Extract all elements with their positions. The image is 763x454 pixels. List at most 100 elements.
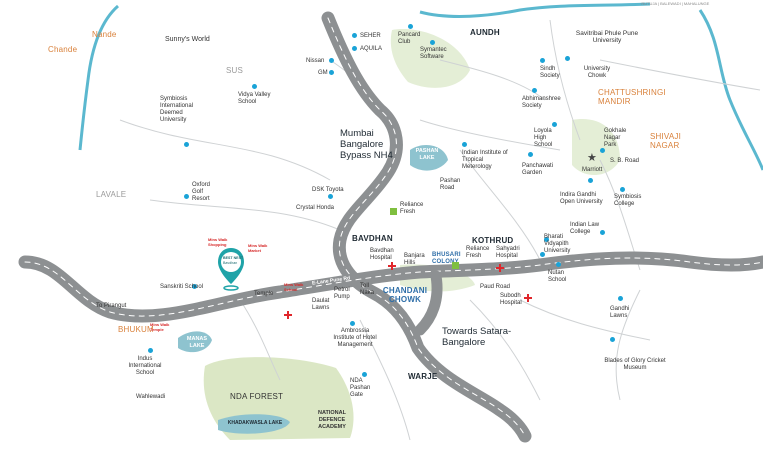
label-symbiosis-college: Symbiosis College <box>614 194 642 207</box>
label-iitm: Indian Institute of Tropical Meterology <box>462 150 508 170</box>
label-ambrossia: Ambrossia Institute of Hotel Management <box>333 328 377 348</box>
poi-dot <box>328 194 333 199</box>
river-top <box>419 2 651 18</box>
poi-dot <box>192 284 197 289</box>
map-pin-icon <box>218 248 244 291</box>
pashan-lake-shape <box>410 145 448 171</box>
label-vidya-valley: Vidya Valley School <box>238 92 271 105</box>
label-symantec: Symantec Software <box>420 47 447 60</box>
label-manas-lake: MANAS LAKE <box>186 336 208 349</box>
shop-square-icon <box>390 208 397 215</box>
area-nande: Nande <box>92 30 117 39</box>
label-paud-road: Paud Road <box>480 284 511 290</box>
poi-dot <box>329 70 334 75</box>
label-petrol-pump: Petrol Pump <box>334 287 350 300</box>
label-nissan: Nissan <box>306 58 325 64</box>
label-gm: GM <box>318 70 328 76</box>
shop-square-icon <box>452 262 459 269</box>
green-zone-pancard <box>390 29 470 88</box>
poi-dot <box>540 252 545 257</box>
area-nda-forest: NDA FOREST <box>230 392 284 401</box>
poi-dot <box>532 88 537 93</box>
label-aquila: AQUILA <box>360 46 383 52</box>
label-blades-of-glory: Blades of Glory Cricket Museum <box>604 358 666 371</box>
poi-dot <box>600 230 605 235</box>
poi-dot <box>430 40 435 45</box>
label-banjara-hills: Banjara Hills <box>404 253 425 266</box>
label-wahlewadi: Wahlewadi <box>136 394 166 400</box>
area-lavale: LAVALE <box>96 190 127 199</box>
poi-dot <box>565 56 570 61</box>
label-towards-satara: Towards Satara-Bangalore <box>442 326 512 348</box>
poi-dot <box>148 348 153 353</box>
area-bavdhan: BAVDHAN <box>352 234 393 243</box>
poi-dot <box>588 178 593 183</box>
poi-dot <box>556 262 561 267</box>
green-zone-gokhale <box>572 119 620 176</box>
hospital-cross-icon <box>524 294 532 302</box>
header-corner-text: ·RUTUJA | BALEWADI | MAHALUNGE <box>640 1 710 6</box>
label-subodh: Subodh Hospital <box>500 293 522 306</box>
river-left <box>78 4 120 151</box>
project-location-pin[interactable] <box>216 246 246 292</box>
label-ignou: Indira Gandhi Open University <box>560 192 603 205</box>
river-right <box>698 9 763 171</box>
area-bhusari-colony: BHUSARI COLONY <box>432 252 461 265</box>
label-savitribai: Savitribai Phule Pune University <box>575 30 639 44</box>
label-bypass: Mumbai Bangalore Bypass NH4 <box>340 128 393 161</box>
label-abhimanshree: Abhimanshree Society <box>522 96 561 109</box>
poi-dot <box>184 142 189 147</box>
label-oxford-golf: Oxford Golf Resort <box>192 182 211 202</box>
area-sus: SUS <box>226 66 244 75</box>
label-reliance-fresh-2: Reliance Fresh <box>466 246 490 259</box>
manas-lake-shape <box>178 331 212 353</box>
khadakwasla-lake-shape <box>218 414 290 434</box>
label-toll-naka: Toll Naka <box>360 283 375 296</box>
label-sunnys-world: Sunny's World <box>165 36 210 43</box>
poi-dot <box>350 321 355 326</box>
label-gokhale: Gokhale Nagar Park <box>604 128 627 148</box>
label-university-chowk: University Chowk <box>583 66 611 79</box>
label-pashan-road: Pashan Road <box>440 178 461 191</box>
poi-dot <box>528 152 533 157</box>
poi-dot <box>544 237 549 242</box>
walk-note-1: Mins Walk Shopping <box>208 237 228 247</box>
poi-dot <box>600 148 605 153</box>
label-to-pirangut: To Pirangut <box>96 303 127 309</box>
area-aundh: AUNDH <box>470 28 500 37</box>
label-bharati: Bharati Vidyapith University <box>544 234 571 254</box>
project-brand: BEST NEST <box>223 256 244 260</box>
label-sb-road: S. B. Road <box>610 158 640 164</box>
label-seher: SEHER <box>360 33 381 39</box>
label-nda-academy: NATIONAL DEFENCE ACADEMY <box>317 410 346 430</box>
area-shivaji-nagar: SHIVAJI NAGAR <box>650 132 682 150</box>
label-sanskriti: Sanskriti School <box>160 284 204 290</box>
area-chande: Chande <box>48 45 78 54</box>
hospital-cross-icon <box>496 264 504 272</box>
poi-dot <box>552 122 557 127</box>
area-warje: WARJE <box>408 372 438 381</box>
label-reliance-fresh-1: Reliance Fresh <box>400 202 424 215</box>
poi-dot <box>408 24 413 29</box>
poi-dot <box>352 46 357 51</box>
label-khadakwasla-lake: KHADAKWASLA LAKE <box>227 420 283 426</box>
highway-network <box>18 11 763 443</box>
project-sub: Bavdhan <box>223 261 238 265</box>
label-sahyadri: Sahyadri Hospital <box>496 246 520 259</box>
hospital-cross-icon <box>284 311 292 319</box>
label-bavdhan-hospital: Bavdhan Hospital <box>370 248 394 261</box>
area-bhukum: BHUKUM <box>118 325 154 334</box>
poi-dot <box>362 372 367 377</box>
hospital-cross-icon <box>388 262 396 270</box>
poi-dot <box>462 142 467 147</box>
label-nda-pashan-gate: NDA Pashan Gate <box>350 378 371 398</box>
label-indus: Indus International School <box>128 356 162 376</box>
area-chattushringi: CHATTUSHRINGI MANDIR <box>598 88 666 106</box>
area-kothrud: KOTHRUD <box>472 236 514 245</box>
label-daulat-lawns: Daulat Lawns <box>312 298 330 311</box>
label-indian-law: Indian Law College <box>570 222 600 235</box>
poi-dot <box>184 194 189 199</box>
walk-note-4: Mins Walk Temple <box>150 322 170 332</box>
